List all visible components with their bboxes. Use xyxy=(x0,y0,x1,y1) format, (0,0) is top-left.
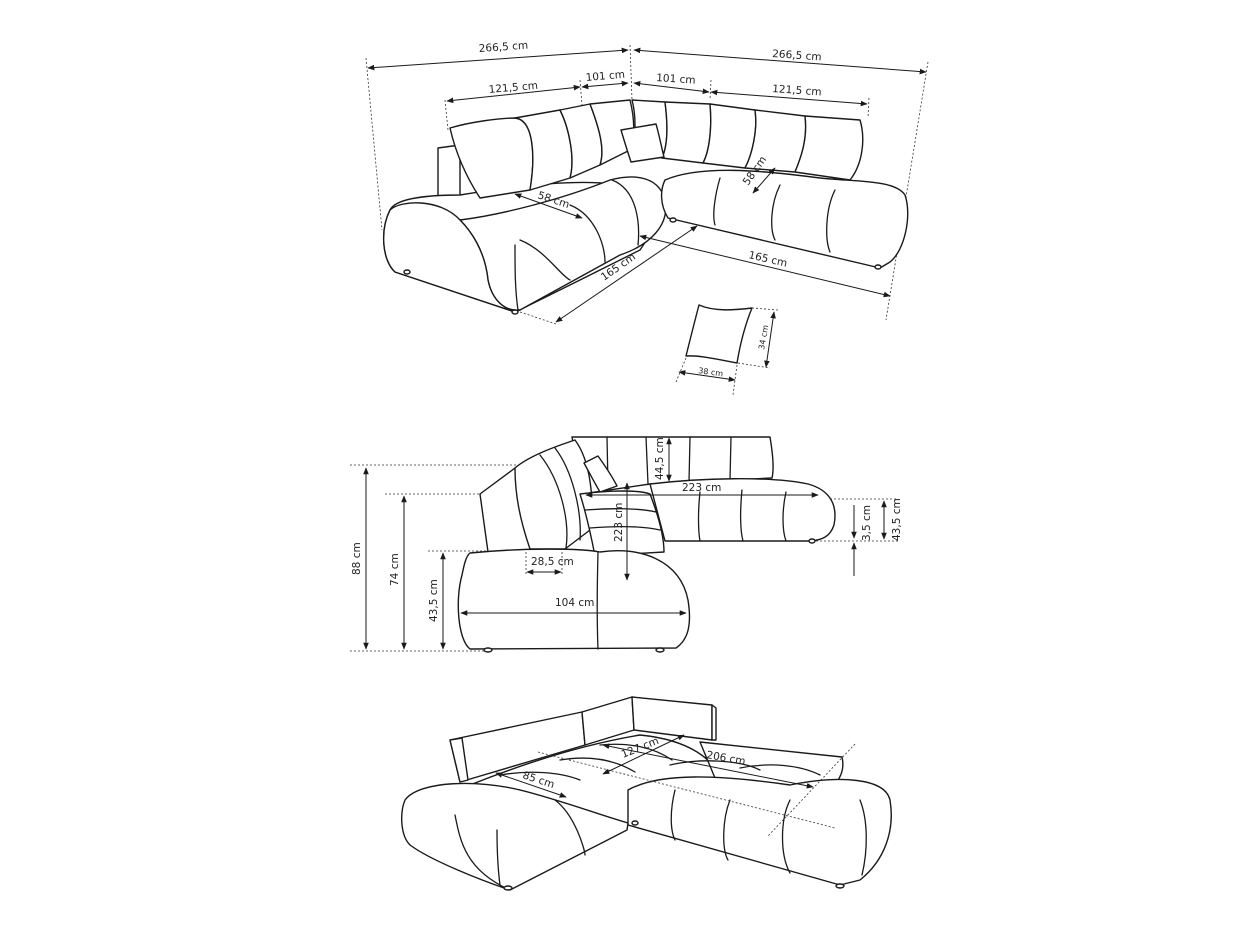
dim-label-depth-left: 223 cm xyxy=(613,503,625,542)
dim-label-overall-left: 266,5 cm xyxy=(478,40,528,55)
dim-label-seat-height-right: 43,5 cm xyxy=(891,498,903,541)
dim-label-seat-height-left: 43,5 cm xyxy=(428,579,440,622)
dim-label-total-height: 88 cm xyxy=(351,542,363,575)
dim-label-back-left: 121,5 cm xyxy=(488,80,538,96)
dim-label-corner-right: 101 cm xyxy=(656,72,696,87)
top-view: 266,5 cm 266,5 cm 121,5 cm 101 cm 101 cm… xyxy=(365,40,929,325)
side-view: 88 cm 74 cm 43,5 cm 44,5 cm 223 cm 223 c… xyxy=(350,436,903,653)
dim-label-pillow-width: 38 cm xyxy=(698,366,724,378)
dim-label-seat-width: 104 cm xyxy=(555,597,594,609)
dim-label-backrest-cushion-height: 44,5 cm xyxy=(654,437,666,480)
pillow-view: 38 cm 34 cm xyxy=(675,304,779,396)
dim-label-overall-right: 266,5 cm xyxy=(772,48,822,63)
dim-label-back-right: 121,5 cm xyxy=(772,83,822,98)
dim-label-corner-left: 101 cm xyxy=(585,69,625,84)
dim-label-width-right: 223 cm xyxy=(682,482,721,494)
dim-label-back-height: 74 cm xyxy=(389,553,401,586)
dim-label-backrest-depth: 28,5 cm xyxy=(531,556,574,568)
dim-label-leg-height: 3,5 cm xyxy=(861,505,873,541)
dim-label-pillow-height: 34 cm xyxy=(757,324,770,350)
bed-view: 85 cm 127 cm 206 cm xyxy=(401,696,892,891)
